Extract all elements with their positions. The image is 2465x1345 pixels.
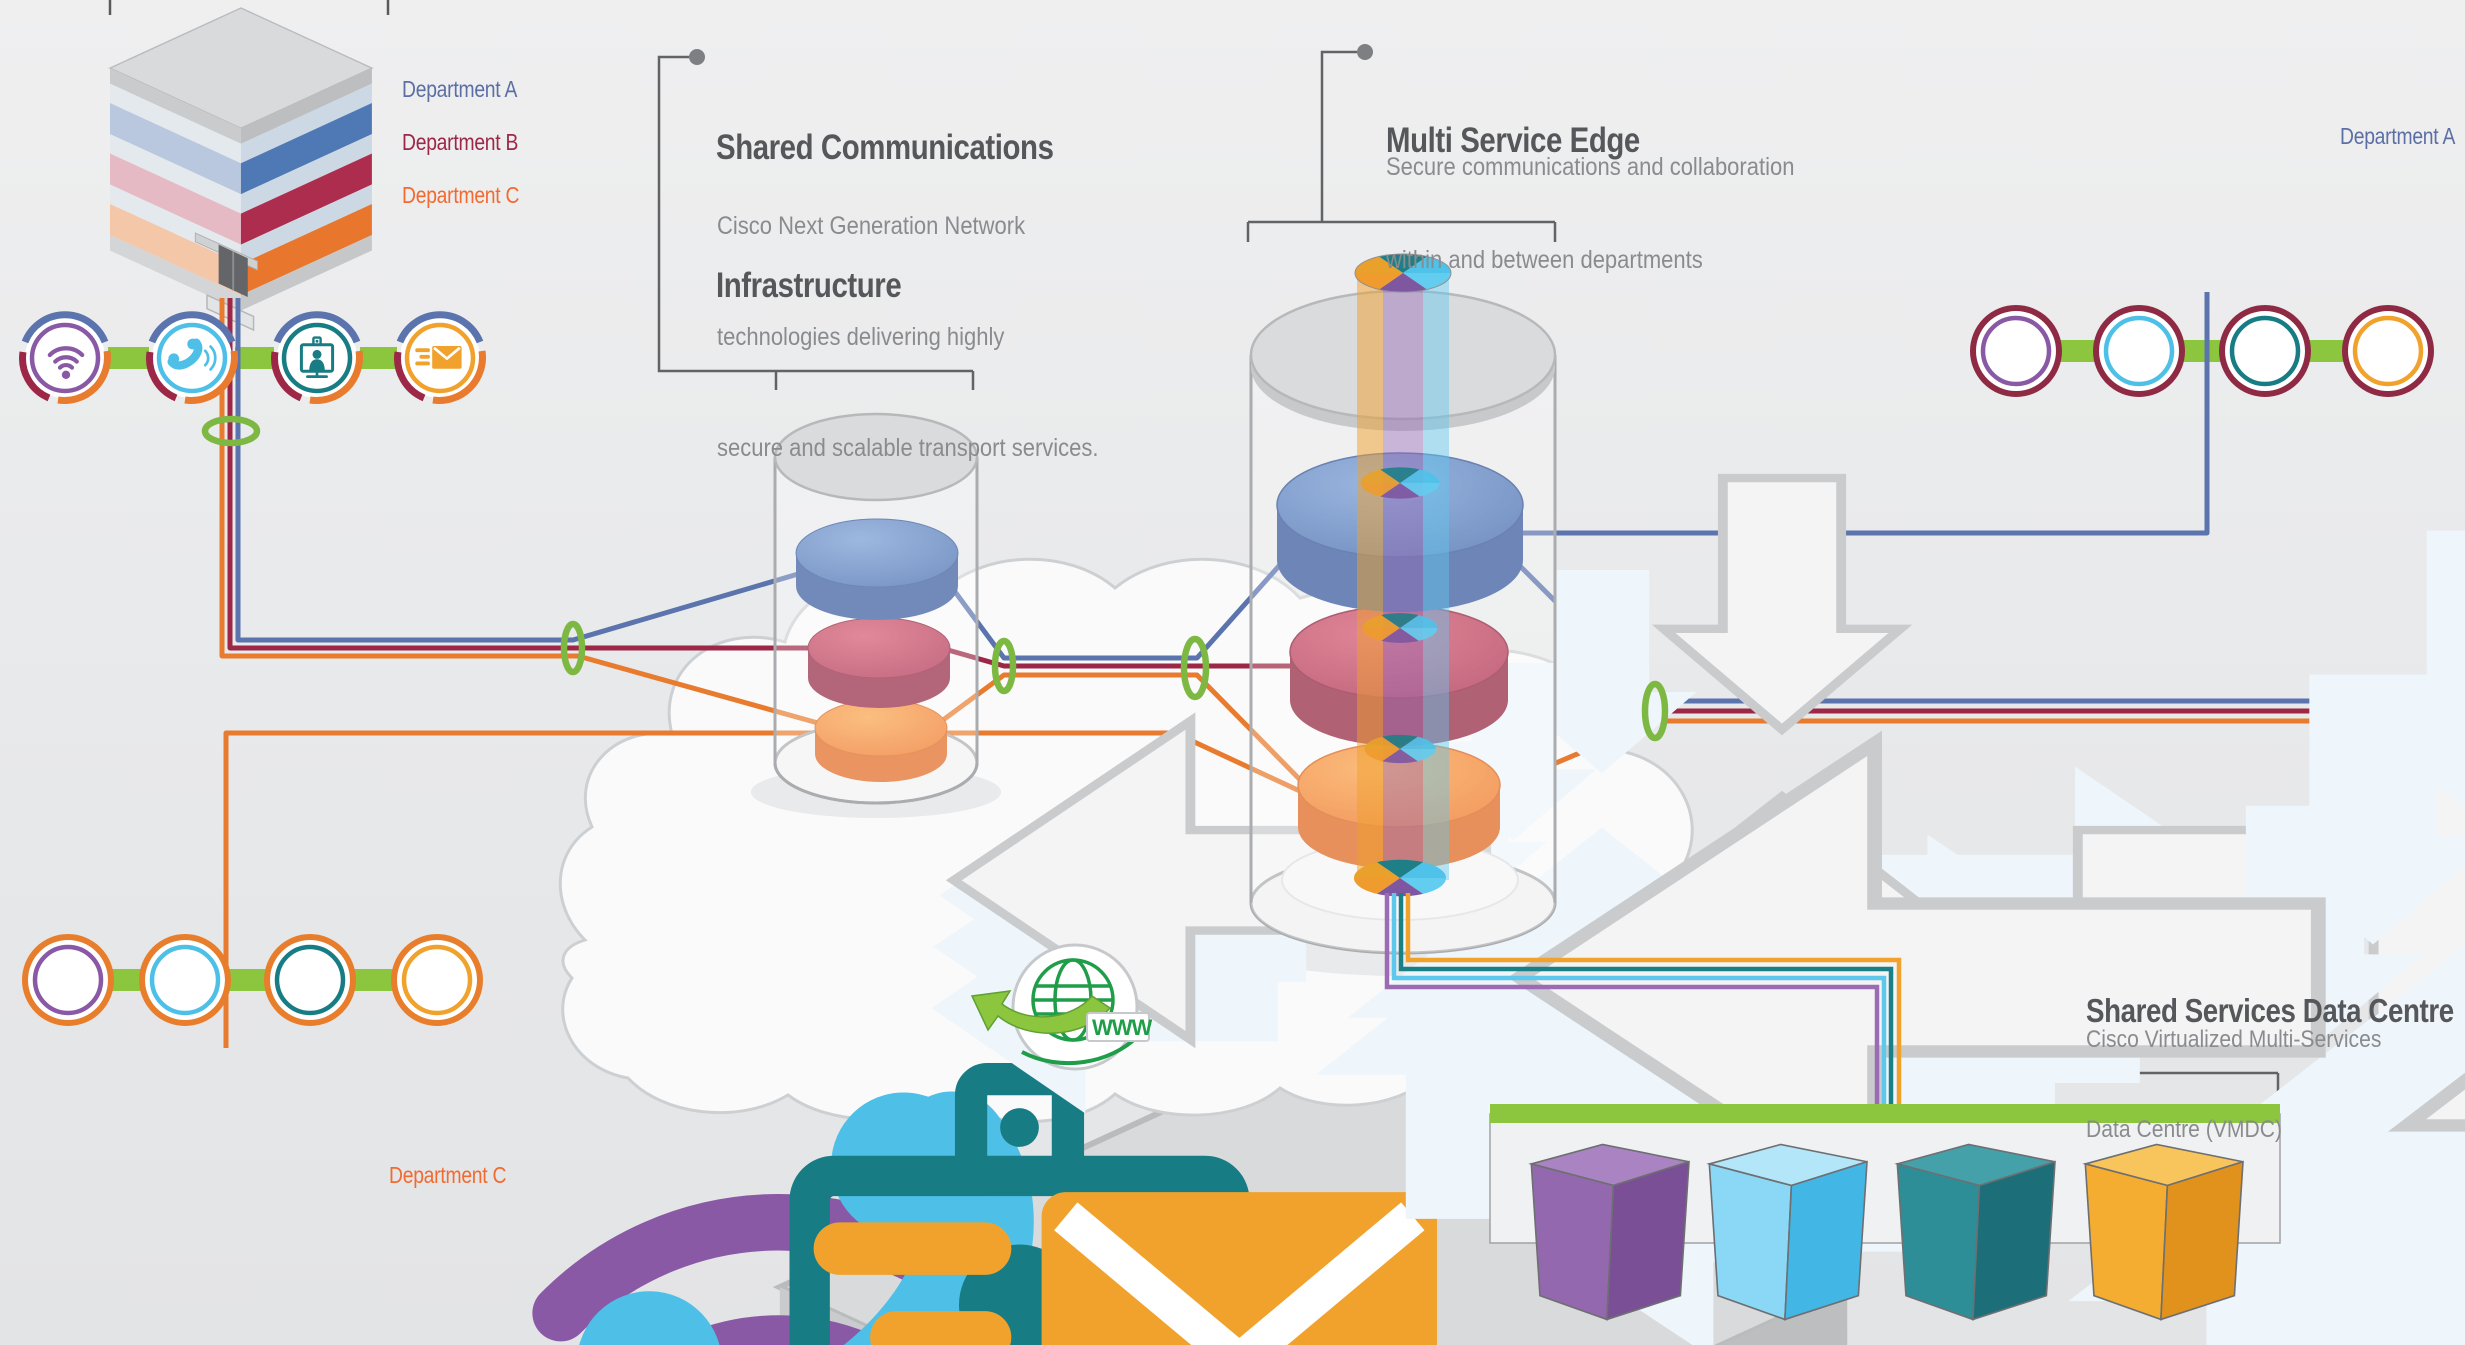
link-orange-building-bottom xyxy=(223,730,1334,1048)
multi-service-edge-title: Multi Service Edge xyxy=(1386,121,1640,160)
red-router-small xyxy=(807,617,2093,1172)
telepresence-cube xyxy=(1894,1143,2056,1321)
multi-service-edge-description: Secure communications and collaboration … xyxy=(1386,153,1795,274)
service-icons-bottom-left xyxy=(22,934,1439,1345)
mail-badge xyxy=(391,934,1439,1345)
video-badge xyxy=(271,311,363,404)
shared-comm-title: Shared Communications Infrastructure xyxy=(716,128,1054,305)
multi-service-edge-tower xyxy=(1249,253,2465,1345)
globe-arrow xyxy=(970,990,1112,1034)
service-pie-mid3 xyxy=(1364,734,1436,764)
shared-comm-router-stack xyxy=(773,412,2465,1219)
email-cube xyxy=(2082,1143,2244,1321)
service-pie-mid1 xyxy=(1360,467,1440,499)
service-pie-mid2 xyxy=(1362,613,1438,643)
www-box: WWW xyxy=(1086,1012,1154,1042)
red-router-tower xyxy=(1289,605,2465,1345)
link-red-left xyxy=(227,298,820,651)
service-feed-lines xyxy=(1384,893,1902,1106)
shared-services-data-centre xyxy=(1489,1104,2465,1345)
mail-badge xyxy=(394,311,486,404)
www-globe: WWW xyxy=(970,943,1154,1071)
ring-building-left xyxy=(201,415,261,447)
wifi-badge xyxy=(22,934,996,1345)
multi-service-core xyxy=(1353,253,1452,897)
shared-services-dc-title: Shared Services Data Centre xyxy=(2086,992,2454,1029)
gray-router-tower xyxy=(1249,289,2465,1345)
service-icons-top-left xyxy=(19,311,486,404)
ring-tower-left xyxy=(1180,635,1210,701)
service-pie-bottom xyxy=(1353,859,1447,897)
orange-router-tower xyxy=(1297,742,2465,1345)
shared-services-dc-description: Cisco Virtualized Multi-Services Data Ce… xyxy=(2086,1026,2382,1143)
dept-c-label: Department C xyxy=(402,182,520,208)
gray-router-small xyxy=(773,412,2465,1200)
phone-badge xyxy=(2093,305,2185,397)
dept-a-label: Department A xyxy=(402,76,518,102)
blue-router-small xyxy=(795,518,2265,1153)
wireless-cube xyxy=(1528,1143,1690,1321)
dept-a-right-label: Department A xyxy=(2340,123,2456,149)
link-blue-left xyxy=(235,298,806,643)
ring-stack-right xyxy=(991,637,1017,695)
wifi-badge xyxy=(19,311,111,404)
link-red-mid xyxy=(947,647,1296,669)
wifi-badge xyxy=(1970,305,2062,397)
dept-b-label: Department B xyxy=(402,129,519,155)
multi-service-edge-bullet xyxy=(1357,44,1373,60)
www-label: WWW xyxy=(1092,1015,1153,1040)
video-badge xyxy=(264,934,1231,1345)
phone-badge xyxy=(139,934,1208,1345)
service-bars xyxy=(108,340,2345,991)
ring-tower-right xyxy=(1641,680,1669,742)
shared-comm-description: Cisco Next Generation Network technologi… xyxy=(717,212,1099,462)
voice-cube xyxy=(1706,1143,2465,1345)
service-icons-top-right xyxy=(1970,305,2434,397)
ring-stack-left xyxy=(560,620,586,676)
mail-badge xyxy=(2342,305,2434,397)
building-top-left xyxy=(109,7,373,332)
top-bracket-ticks xyxy=(108,0,390,15)
green-rings xyxy=(201,415,1669,742)
orange-router-small xyxy=(814,699,2009,1219)
dc-green-bar xyxy=(1490,1104,2280,1123)
link-orange-left xyxy=(219,298,819,726)
link-orange-mid xyxy=(941,672,1320,800)
blue-router-tower xyxy=(1276,452,2465,1345)
shared-comm-bullet xyxy=(689,49,705,65)
dept-c-bottom-label: Department C xyxy=(389,1162,507,1188)
service-pie-top xyxy=(1354,253,1452,293)
video-badge xyxy=(2219,305,2311,397)
phone-badge xyxy=(146,311,238,404)
